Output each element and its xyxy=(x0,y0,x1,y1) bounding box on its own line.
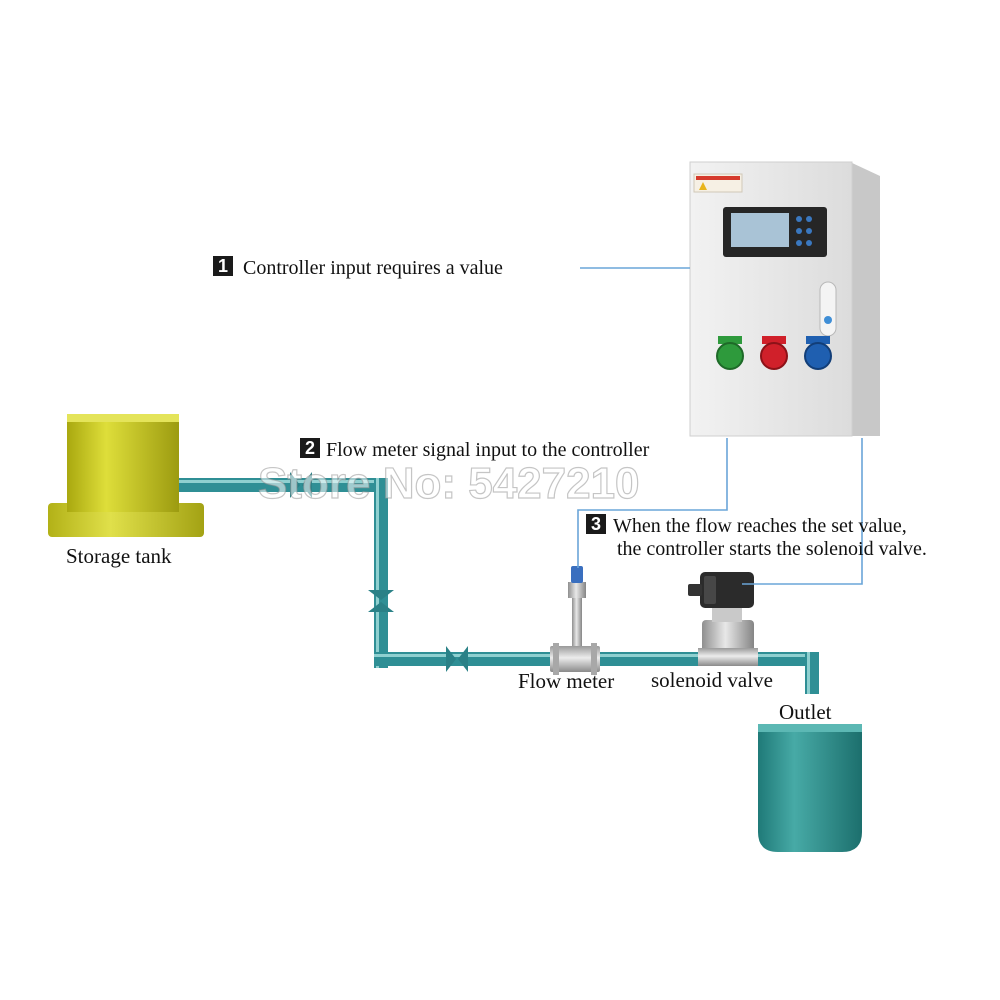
flow-meter-label: Flow meter xyxy=(518,669,614,693)
reset-button-blue xyxy=(804,336,832,370)
pipe-from-tank xyxy=(178,478,388,492)
door-handle xyxy=(819,281,837,337)
inline-valve-bottom xyxy=(446,646,468,672)
leader-line-flow-meter-signal xyxy=(577,438,728,568)
step-1-number-box xyxy=(213,256,233,276)
controller-display xyxy=(723,207,827,257)
outlet-label: Outlet xyxy=(779,700,832,724)
pipe-outlet-drop xyxy=(805,652,819,694)
step-3-text-line-1: When the flow reaches the set value, xyxy=(613,515,907,537)
step-3-number: 3 xyxy=(591,514,601,534)
outlet-tank xyxy=(758,724,862,852)
solenoid-valve-label: solenoid valve xyxy=(651,668,773,692)
step-3-text-line-2: the controller starts the solenoid valve… xyxy=(617,538,927,560)
inline-valve-vertical xyxy=(368,590,394,612)
stop-button-red xyxy=(760,336,788,370)
pipe-vertical-left xyxy=(374,478,388,668)
control-cabinet xyxy=(689,161,880,437)
inline-valve-top xyxy=(290,472,312,498)
step-1-number: 1 xyxy=(218,256,228,276)
step-2-text: Flow meter signal input to the controlle… xyxy=(326,439,650,461)
step-2-number-box xyxy=(300,438,320,458)
leader-line-solenoid-control xyxy=(742,438,863,585)
leader-lines xyxy=(577,267,863,585)
step-2-number: 2 xyxy=(305,438,315,458)
storage-tank xyxy=(48,414,204,537)
step-2: 2 Flow meter signal input to the control… xyxy=(300,438,650,461)
storage-tank-label: Storage tank xyxy=(66,544,172,568)
start-button-green xyxy=(716,336,744,370)
flow-meter xyxy=(550,566,600,675)
step-3: 3 When the flow reaches the set value, t… xyxy=(586,514,927,560)
step-1: 1 Controller input requires a value xyxy=(213,256,503,279)
step-1-text: Controller input requires a value xyxy=(243,257,503,279)
warning-label xyxy=(693,173,743,193)
step-3-number-box xyxy=(586,514,606,534)
store-watermark: Store No: 5427210 xyxy=(258,459,640,508)
solenoid-valve xyxy=(688,572,758,666)
